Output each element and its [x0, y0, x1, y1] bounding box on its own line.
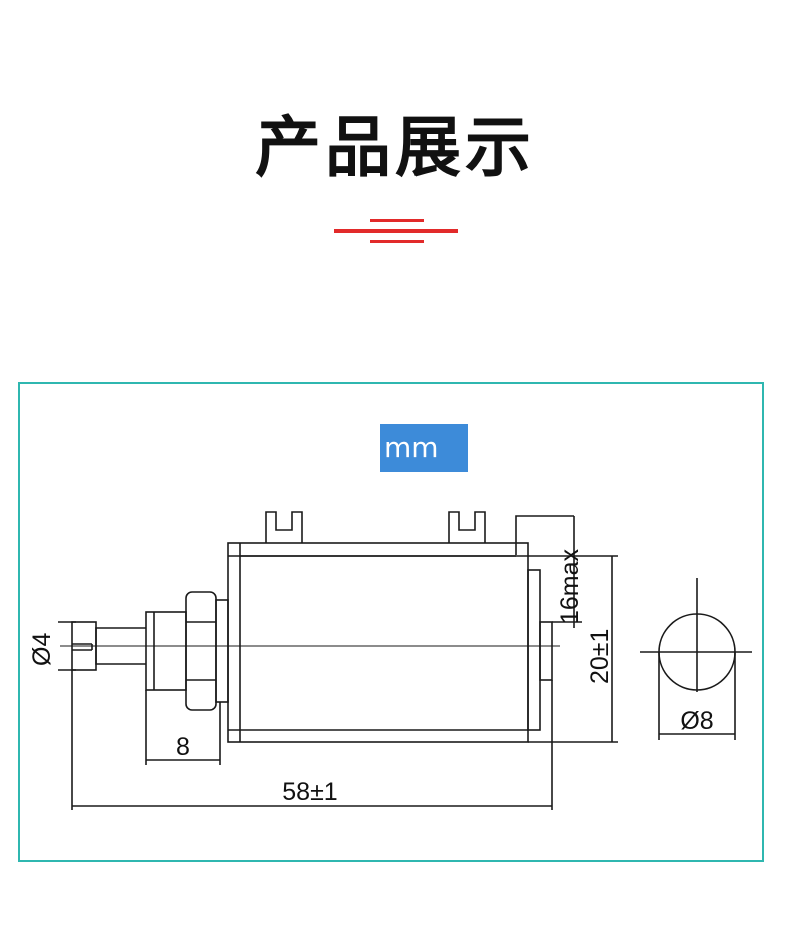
page-title: 产品展示: [255, 109, 535, 186]
end-view: [640, 578, 752, 740]
height-label: 20±1: [586, 629, 614, 684]
terminal-tab-left: [265, 511, 303, 543]
height-dimension: [528, 555, 618, 743]
terminal-tab-right: [448, 511, 486, 543]
bushing-length-dimension: [145, 690, 221, 765]
width-label: 16max: [556, 548, 584, 624]
overall-length-label: 58±1: [282, 778, 337, 806]
potentiometer-body: [227, 542, 529, 743]
bushing: [145, 611, 187, 691]
shaft-diameter-label: Ø4: [28, 633, 56, 666]
drawing-frame: [18, 382, 764, 862]
bushing-length-label: 8: [176, 733, 190, 761]
end-diameter-label: Ø8: [680, 707, 713, 735]
shaft-diameter-dimension: [58, 621, 76, 671]
unit-badge: mm: [380, 424, 468, 472]
overall-length-dimension: [71, 670, 553, 810]
title-underline-decoration: [334, 219, 458, 243]
width-dimension: [552, 516, 582, 628]
end-cap: [527, 569, 541, 731]
terminal-tab-end: [515, 515, 574, 555]
hex-nut: [185, 591, 229, 711]
